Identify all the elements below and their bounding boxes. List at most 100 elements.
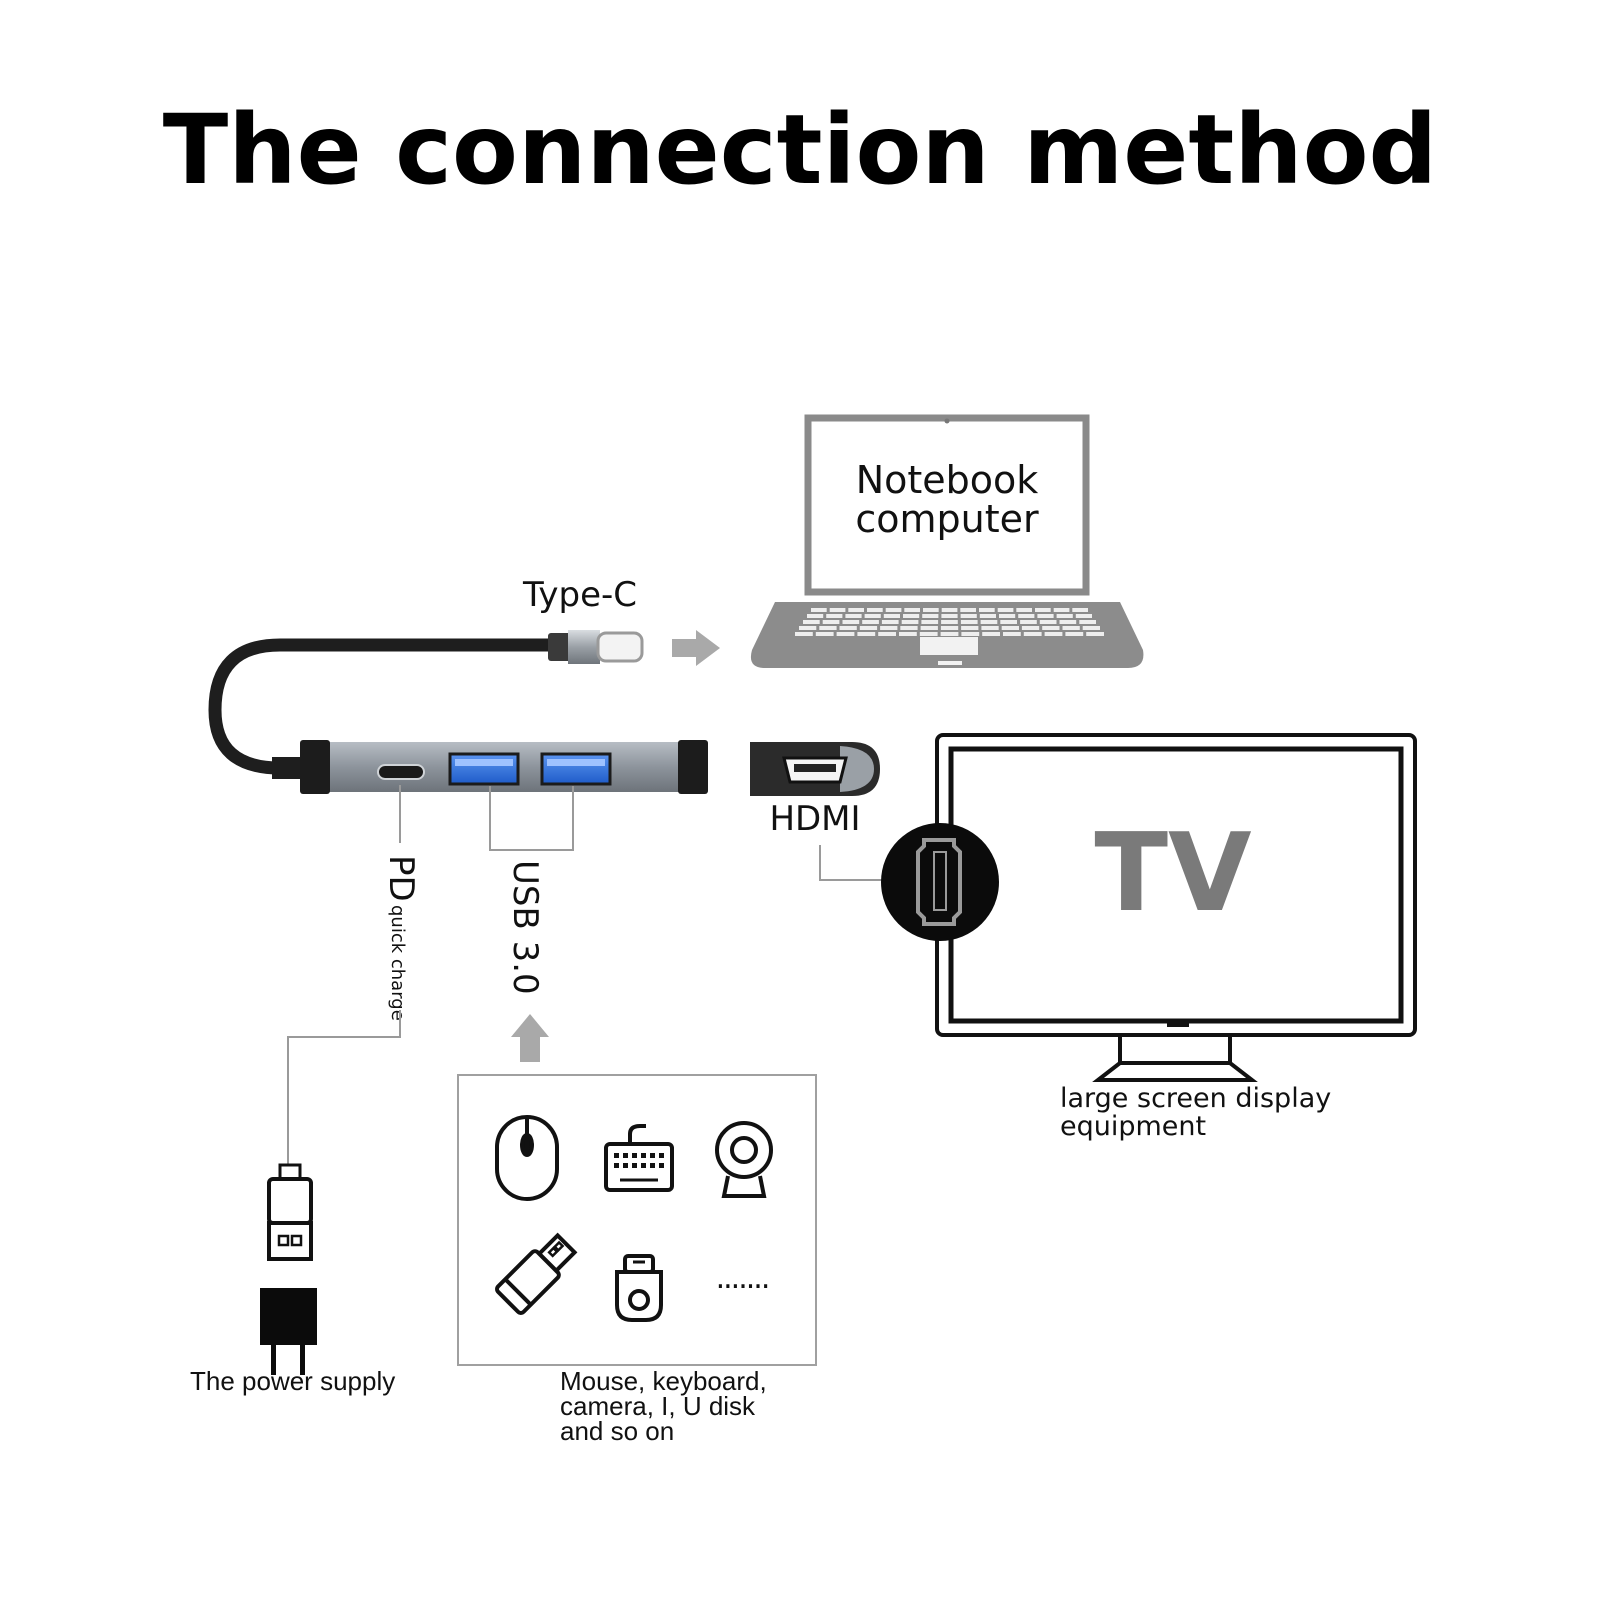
keyboard-key [1062,626,1080,630]
keyboard-key [881,620,899,624]
keyboard-key [900,626,918,630]
arrow-right-icon [672,630,720,666]
power-adapter-icon [260,1288,317,1375]
keyboard-key [614,1153,619,1158]
u-disk-icon [615,1254,663,1322]
tv-caption-line1: large screen display [1060,1083,1331,1114]
mouse-icon [495,1115,559,1201]
keyboard-key [979,614,996,618]
keyboard-key [839,626,857,630]
keyboard-key [901,620,919,624]
keyboard-key [867,608,883,612]
tv-screen-text: TV [1094,811,1252,936]
keyboard-key [1003,632,1021,636]
laptop-label-line1: Notebook [856,458,1039,502]
keyboard-key [819,626,837,630]
typec-plug [548,630,644,664]
keyboard-key [1042,626,1060,630]
keyboard-key [1053,608,1070,612]
hub-cable [208,638,572,775]
keyboard-key [904,608,920,612]
webcam-icon [715,1121,773,1198]
keyboard-key [1075,614,1092,618]
keyboard-key [632,1153,637,1158]
usb-drive-icon [495,1232,578,1315]
usb-plug-icon [267,1163,313,1261]
keyboard-key [799,626,817,630]
keyboard-key [997,608,1014,612]
keyboard-key [1035,608,1051,612]
keyboard-key [919,632,938,636]
keyboard-key [1016,608,1032,612]
devices-caption-line1: Mouse, keyboard, [560,1366,767,1396]
keyboard-key [1001,626,1019,630]
usb-c-port [377,764,425,780]
keyboard-key [979,608,995,612]
keyboard-key [1018,614,1035,618]
keyboard-key [941,614,958,618]
keyboard-key [862,620,879,624]
keyboard-key [842,620,860,624]
keyboard-key [961,632,980,636]
pd-quick-charge-label: quick charge [387,905,408,1021]
keyboard-key [899,632,917,636]
keyboard-key [941,608,958,612]
keyboard-key [807,614,824,618]
keyboard-key [614,1163,619,1168]
keyboard-key [659,1153,664,1158]
keyboard-key [1021,626,1040,630]
keyboard-key [999,614,1016,618]
keyboard-key [857,632,876,636]
keyboard-key [1056,614,1073,618]
keyboard-key [650,1153,655,1158]
keyboard-key [960,614,977,618]
keyboard-key [1037,614,1054,618]
devices-caption-line2: camera, I, U disk [560,1391,756,1421]
keyboard-key [864,614,881,618]
devices-caption-line3: and so on [560,1416,674,1446]
keyboard-key [1044,632,1063,636]
keyboard-key [981,626,999,630]
keyboard-key [1065,632,1084,636]
keyboard-key [880,626,898,630]
usb-a-port-1 [448,752,520,786]
laptop-icon [750,414,1144,668]
keyboard-key [961,626,979,630]
keyboard-key [1059,620,1077,624]
keyboard-key [940,626,959,630]
keyboard-key [859,626,878,630]
keyboard-key [941,620,958,624]
keyboard-key [623,1153,628,1158]
pd-label: PD [381,855,421,902]
tv-caption-line2: equipment [1060,1111,1206,1142]
laptop-label-line2: computer [855,497,1039,541]
keyboard-key [1020,620,1037,624]
keyboard-key [795,632,813,636]
keyboard-key [878,632,896,636]
keyboard-key [641,1153,646,1158]
devices-box [457,1074,817,1366]
keyboard-key [921,620,939,624]
keyboard-key [1039,620,1057,624]
keyboard-key [659,1163,664,1168]
keyboard-key [940,632,959,636]
keyboard-key [1072,608,1088,612]
keyboard-key [903,614,920,618]
arrow-up-icon [511,1014,549,1062]
keyboard-key [982,632,1000,636]
typec-label: Type-C [522,575,637,615]
keyboard-key [922,614,939,618]
usb-a-port-2 [540,752,612,786]
keyboard-key [1082,626,1100,630]
keyboard-key [1023,632,1042,636]
keyboard-key [923,608,939,612]
more-dots-icon: ....... [716,1261,769,1296]
keyboard-key [826,614,843,618]
keyboard-key [848,608,864,612]
power-supply-caption: The power supply [190,1366,395,1396]
keyboard-key [960,620,978,624]
keyboard-key [845,614,862,618]
keyboard-key [815,632,834,636]
keyboard-key [1086,632,1104,636]
